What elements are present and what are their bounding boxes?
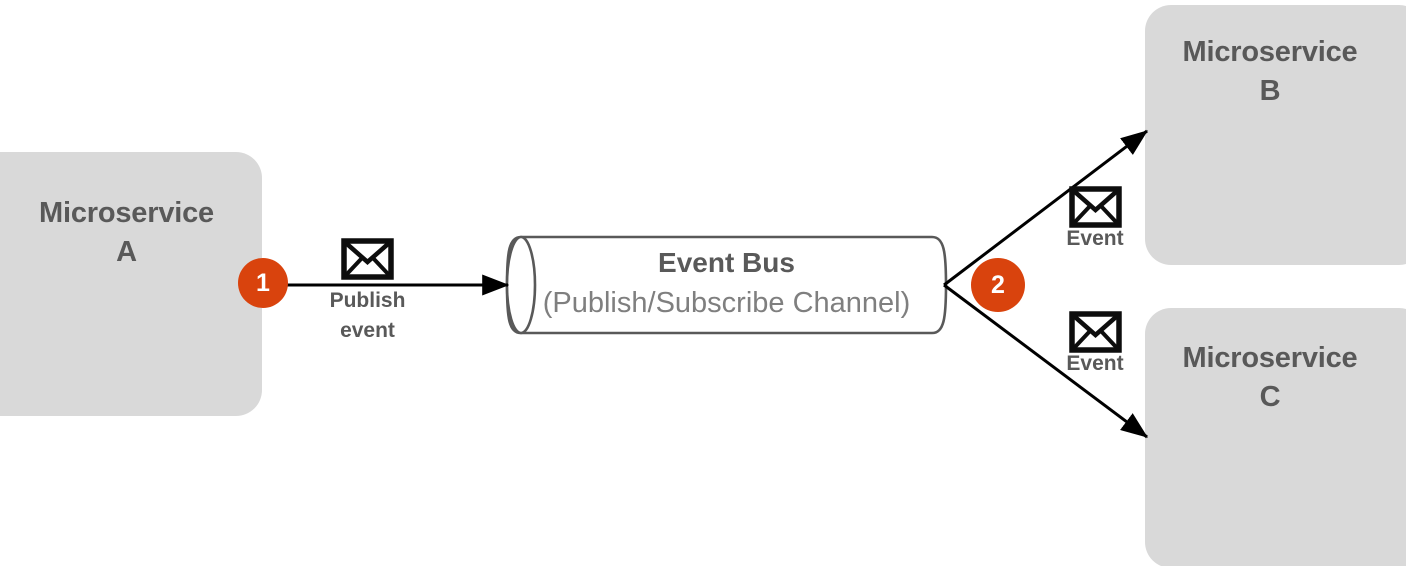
step-badge-2[interactable]: 2 xyxy=(971,258,1025,312)
envelope-icon xyxy=(341,238,394,280)
node-microservice-c-label-line2: C xyxy=(1259,381,1281,413)
edge-bus-to-c-label: Event xyxy=(1066,352,1124,375)
node-microservice-a[interactable] xyxy=(0,152,262,416)
edge-a-to-bus-label-line2: event xyxy=(340,319,395,342)
node-microservice-a-label-line2: A xyxy=(116,236,137,268)
edge-bus-to-b-arrow xyxy=(943,129,1148,287)
envelope-icon xyxy=(1069,186,1122,228)
node-microservice-a-label-line1: Microservice xyxy=(39,197,214,229)
node-microservice-b-label-line1: Microservice xyxy=(1182,36,1358,68)
envelope-icon xyxy=(1069,311,1122,353)
node-microservice-c[interactable] xyxy=(1145,308,1406,566)
node-microservice-b[interactable] xyxy=(1145,5,1406,265)
node-microservice-b-label-line2: B xyxy=(1259,75,1281,107)
edge-bus-to-c-arrow xyxy=(943,283,1148,439)
edge-bus-to-b-label: Event xyxy=(1066,227,1124,250)
edge-a-to-bus-label-line1: Publish xyxy=(329,289,406,312)
node-event-bus-subtitle: (Publish/Subscribe Channel) xyxy=(542,287,911,319)
step-badge-1[interactable]: 1 xyxy=(238,258,288,308)
node-event-bus-title: Event Bus xyxy=(658,247,795,278)
node-microservice-c-label-line1: Microservice xyxy=(1182,342,1358,374)
node-event-bus-shape[interactable] xyxy=(505,235,948,335)
